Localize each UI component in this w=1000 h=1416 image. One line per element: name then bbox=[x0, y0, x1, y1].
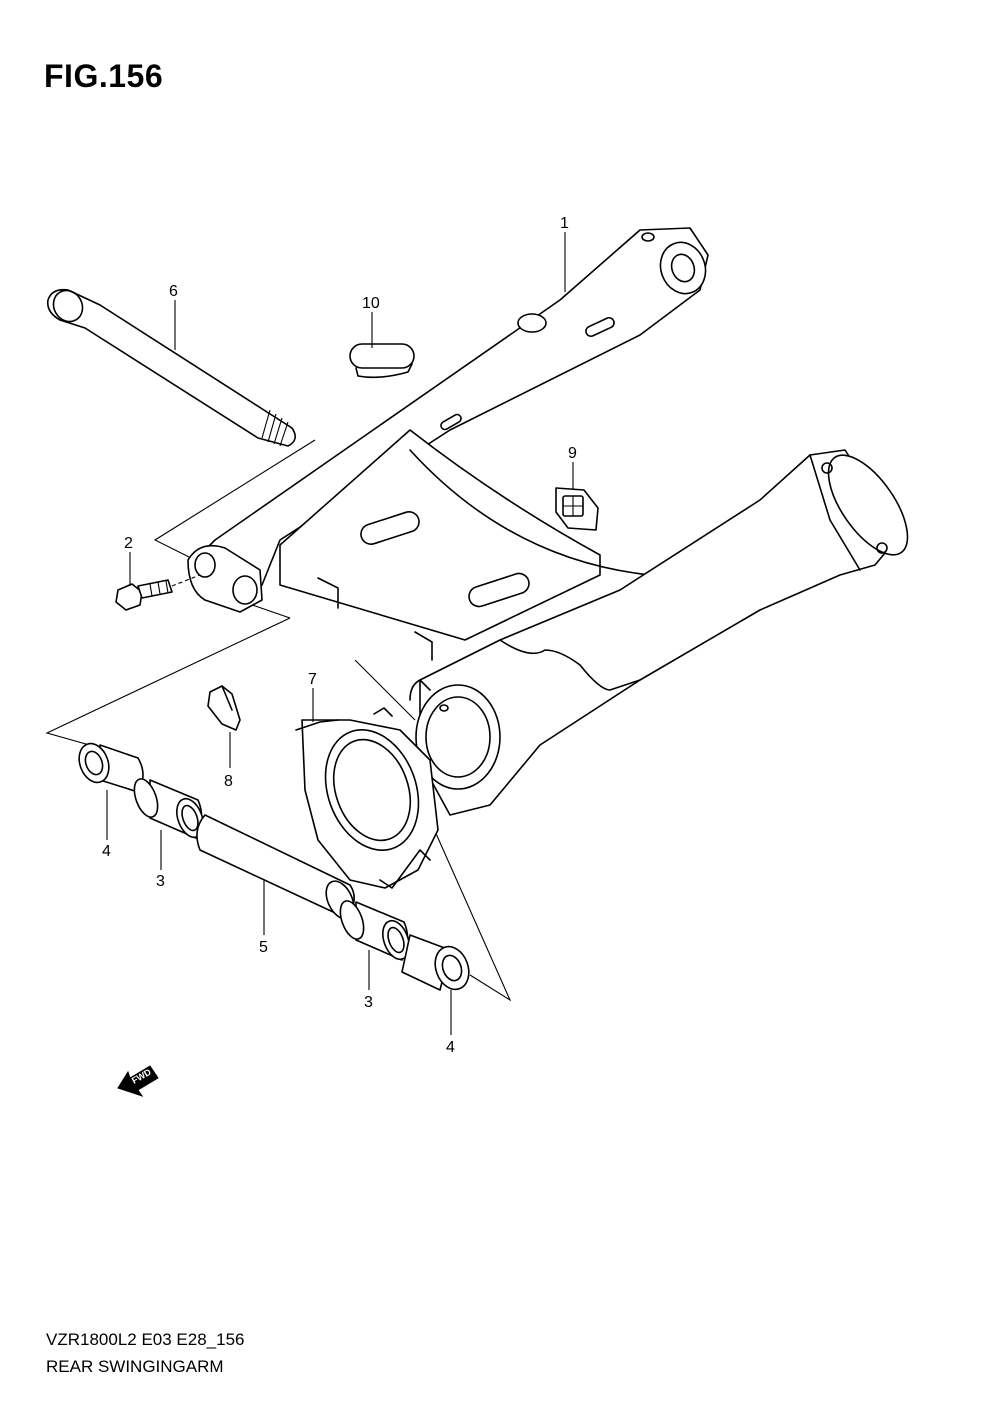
bearing-left-part[interactable] bbox=[130, 776, 208, 841]
diagram-code: VZR1800L2 E03 E28_156 bbox=[46, 1330, 245, 1349]
pivot-shaft-part[interactable] bbox=[46, 285, 296, 447]
leader-lines bbox=[106, 232, 574, 1035]
label-part[interactable] bbox=[555, 487, 599, 531]
callout-7: 7 bbox=[308, 671, 317, 688]
callout-3-left: 3 bbox=[156, 873, 165, 890]
swingarm-part[interactable] bbox=[187, 227, 923, 816]
bolt-part[interactable] bbox=[115, 574, 201, 611]
collar-right-part[interactable] bbox=[401, 934, 475, 994]
cap-part[interactable] bbox=[349, 343, 415, 379]
callout-2: 2 bbox=[124, 535, 133, 552]
callout-4-left: 4 bbox=[102, 843, 111, 860]
callout-8: 8 bbox=[224, 773, 233, 790]
callout-6: 6 bbox=[169, 283, 178, 300]
clip-part[interactable] bbox=[207, 685, 241, 731]
collar-left-part[interactable] bbox=[74, 739, 144, 793]
callout-9: 9 bbox=[568, 445, 577, 462]
callout-5: 5 bbox=[259, 939, 268, 956]
bearing-right-part[interactable] bbox=[336, 898, 414, 963]
callout-4-right: 4 bbox=[446, 1039, 455, 1056]
boot-part[interactable] bbox=[295, 707, 439, 889]
callout-1: 1 bbox=[560, 215, 569, 232]
callout-10: 10 bbox=[362, 295, 380, 312]
callout-labels: 1 6 10 9 2 7 8 4 3 5 3 4 bbox=[102, 215, 577, 1056]
diagram-name: REAR SWINGINGARM bbox=[46, 1357, 224, 1376]
figure-title: FIG.156 bbox=[44, 58, 164, 94]
forward-arrow-icon: FWD bbox=[117, 1065, 159, 1097]
callout-3-right: 3 bbox=[364, 994, 373, 1011]
